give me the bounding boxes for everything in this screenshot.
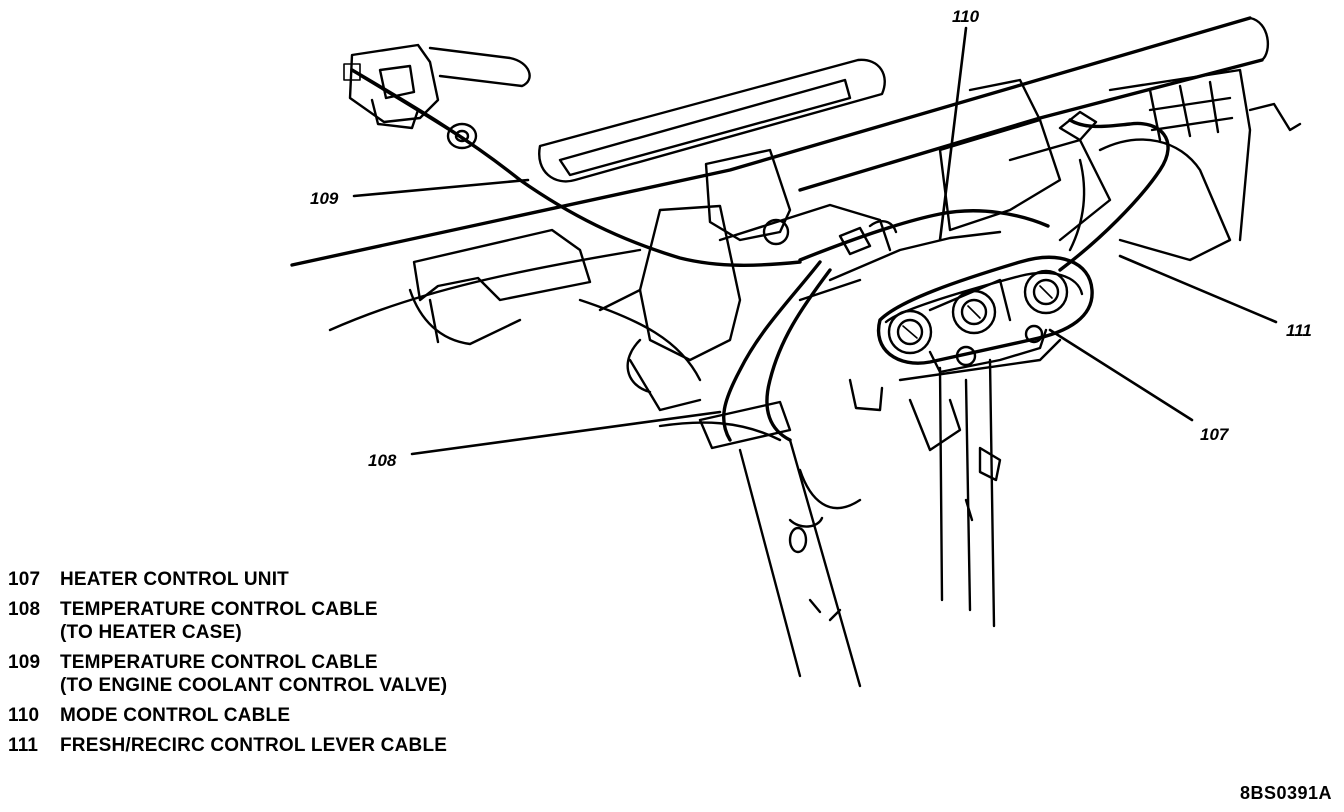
legend-description: MODE CONTROL CABLE [60,705,291,726]
leader-107 [1048,328,1194,422]
legend-item-107: 107 HEATER CONTROL UNIT [8,568,447,591]
legend-number: 109 [8,652,41,673]
callout-108: 108 [368,451,397,470]
legend-number: 111 [8,735,39,756]
control-knob-temperature [887,309,933,355]
legend-description: TEMPERATURE CONTROL CABLE (TO HEATER CAS… [60,599,378,643]
legend-item-108: 108 TEMPERATURE CONTROL CABLE (TO HEATER… [8,598,447,644]
lower-panel-edge [578,288,1062,452]
legend-description: HEATER CONTROL UNIT [60,569,289,590]
leader-111 [1118,254,1278,324]
legend-item-111: 111 FRESH/RECIRC CONTROL LEVER CABLE [8,734,447,757]
callout-109: 109 [310,189,339,208]
legend-item-110: 110 MODE CONTROL CABLE [8,704,447,727]
control-knob-mode [951,289,997,335]
defroster-duct [538,58,886,183]
cable-111-fresh-recirc [1058,110,1170,272]
heater-control-unit [798,230,1094,374]
left-floor-duct [408,228,592,346]
right-vent-housing [938,68,1302,262]
callout-111: 111 [1286,321,1312,340]
figure-code: 8BS0391A [1239,783,1332,803]
leader-109 [352,178,530,198]
callout-110: 110 [952,7,980,26]
parts-legend: 107 HEATER CONTROL UNIT 108 TEMPERATURE … [8,568,447,764]
support-bracket-left [738,438,862,688]
legend-item-109: 109 TEMPERATURE CONTROL CABLE (TO ENGINE… [8,651,447,697]
leader-lines [352,26,1278,456]
legend-description: FRESH/RECIRC CONTROL LEVER CABLE [60,735,448,756]
coolant-valve-connector [343,43,531,150]
heater-case [626,148,1012,412]
leader-110 [938,26,968,242]
control-knob-fan [1023,269,1069,315]
dashboard-crossbeam [290,16,1270,332]
support-bracket-right [938,358,1002,628]
legend-number: 107 [8,569,41,590]
leader-108 [410,410,722,456]
legend-number: 110 [8,705,40,726]
cable-108-temperature-to-heater-case [658,260,832,450]
legend-number: 108 [8,599,41,620]
callout-107: 107 [1200,425,1230,444]
legend-description: TEMPERATURE CONTROL CABLE (TO ENGINE COO… [60,652,448,696]
cable-110-mode-control [798,209,1050,262]
